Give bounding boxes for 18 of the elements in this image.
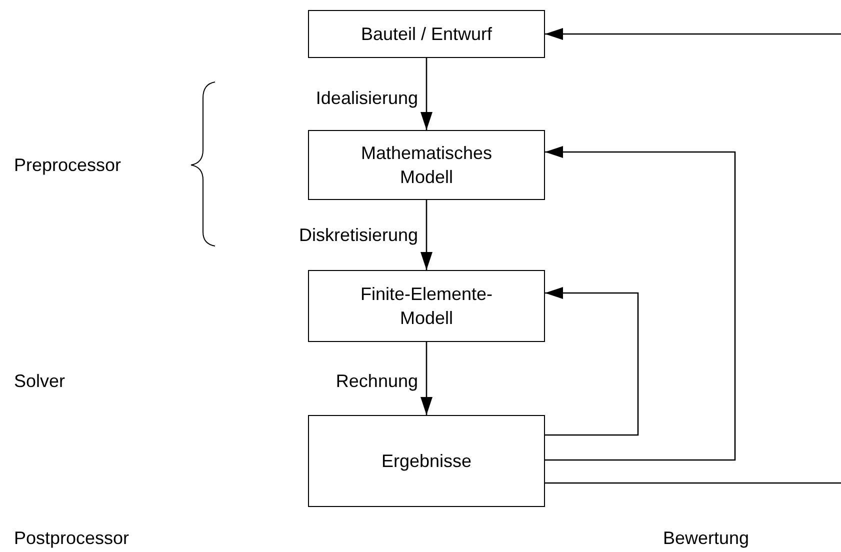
process-box [308,10,545,58]
arrow [420,200,432,270]
stage-label: Postprocessor [14,527,130,550]
box-label: Mathematisches Modell [360,142,494,189]
stage-label: Preprocessor [14,154,122,177]
box-label: Finite-Elemente-Modell [359,283,494,330]
arrow [545,28,841,40]
box-label: Ergebnisse [381,450,472,473]
box-label: Bauteil / Entwurf [360,23,492,46]
process-box [308,270,545,342]
arrow [420,58,432,130]
arrow [420,342,432,415]
process-box [308,130,545,200]
process-box [308,415,545,507]
arrow [545,146,736,461]
stage-label: Bewertung [663,527,750,550]
arrow [545,287,639,436]
stage-label: Solver [14,370,66,393]
